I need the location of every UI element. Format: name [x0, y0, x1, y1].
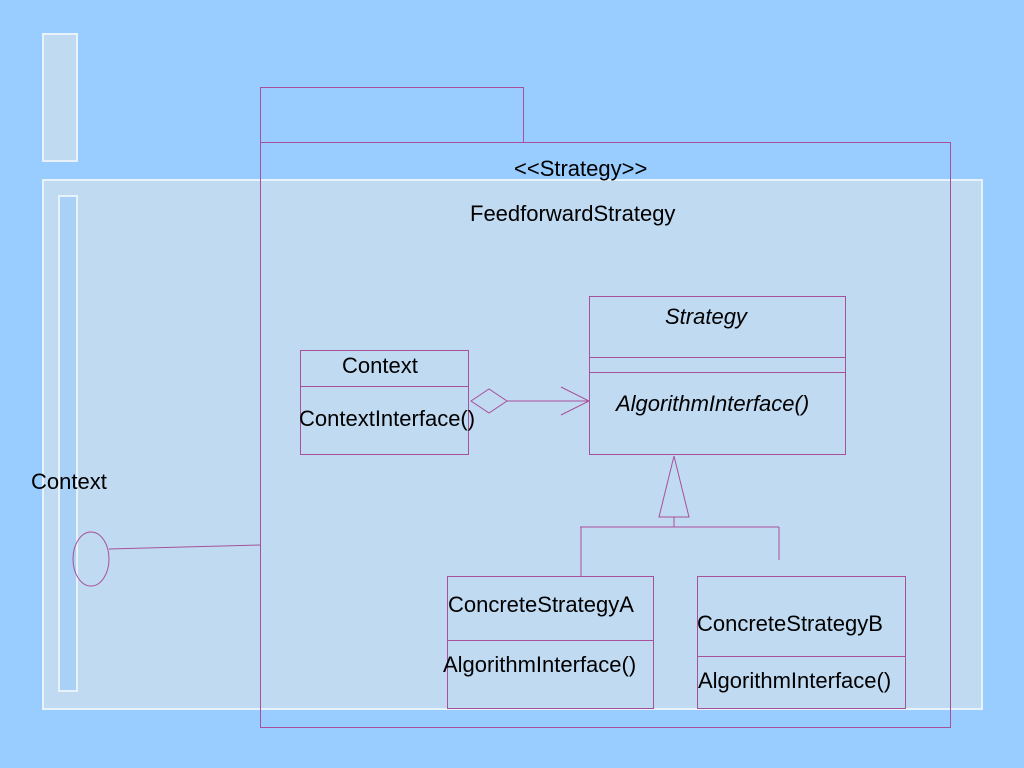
- concrete-a-name: ConcreteStrategyA: [448, 592, 634, 617]
- association-arrowhead: [560, 386, 591, 416]
- package-name: FeedforwardStrategy: [470, 201, 676, 226]
- package-body: [260, 142, 951, 728]
- context-class-operation: ContextInterface(): [299, 406, 476, 431]
- context-class-box: [300, 350, 469, 455]
- left-inner-bar: [58, 195, 78, 692]
- outer-context-label: Context: [31, 469, 107, 494]
- context-class-divider: [300, 386, 469, 387]
- strategy-class-operation: AlgorithmInterface(): [616, 391, 810, 416]
- strategy-class-divider-1: [589, 357, 846, 358]
- concrete-b-name: ConcreteStrategyB: [697, 611, 883, 636]
- strategy-class-box: [589, 296, 846, 455]
- concrete-b-box: [697, 576, 906, 709]
- inheritance-triangle: [658, 455, 690, 518]
- concrete-b-divider: [697, 656, 906, 657]
- context-class-name: Context: [342, 353, 418, 378]
- concrete-a-operation: AlgorithmInterface(): [443, 652, 637, 677]
- concrete-a-divider: [447, 640, 654, 641]
- top-left-bar: [42, 33, 78, 162]
- interface-circle: [72, 531, 110, 587]
- strategy-class-divider-2: [589, 372, 846, 373]
- aggregation-diamond: [470, 388, 508, 414]
- strategy-class-name: Strategy: [665, 304, 747, 329]
- interface-line: [108, 544, 261, 550]
- concrete-b-operation: AlgorithmInterface(): [698, 668, 892, 693]
- package-stereotype: <<Strategy>>: [514, 156, 648, 181]
- main-panel: [42, 179, 983, 710]
- concrete-a-box: [447, 576, 654, 709]
